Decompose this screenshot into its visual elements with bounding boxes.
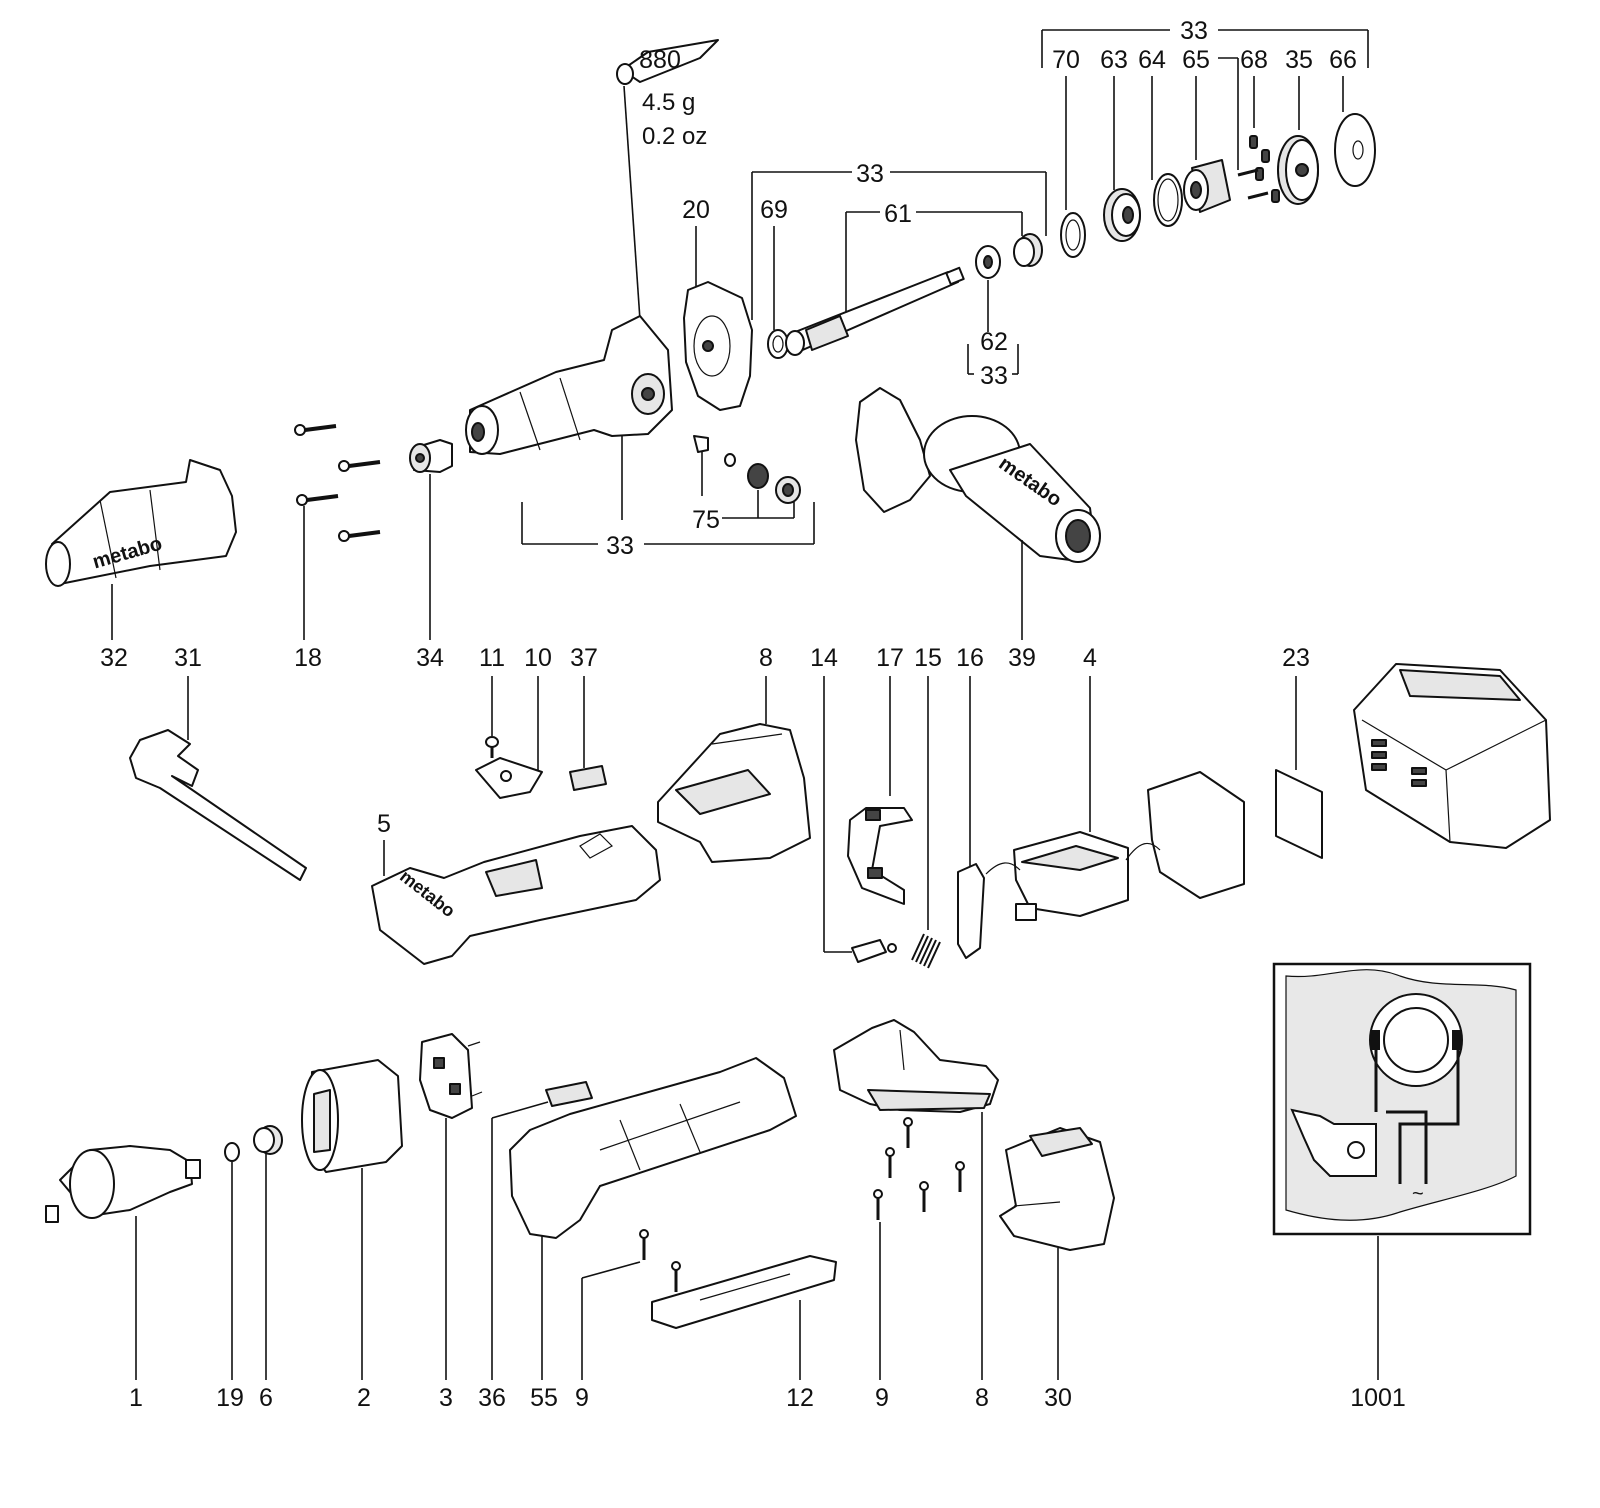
wiring-diagram-1001: ~ xyxy=(1272,962,1532,1236)
plate-10 xyxy=(475,757,543,799)
label-55: 55 xyxy=(530,1384,558,1412)
label-32: 32 xyxy=(100,644,128,672)
label-64: 64 xyxy=(1138,46,1166,74)
bracket-33-top xyxy=(1041,29,1369,68)
housing-55 xyxy=(509,1057,797,1239)
brush-plate-3 xyxy=(419,1033,483,1119)
screw-11 xyxy=(485,736,499,758)
label-70: 70 xyxy=(1052,46,1080,74)
label-6: 6 xyxy=(259,1384,273,1412)
bearing-6 xyxy=(253,1125,283,1155)
label-880: 880 xyxy=(639,46,681,74)
ring-sleeve xyxy=(1013,233,1043,267)
battery-pack xyxy=(1353,663,1551,849)
label-12: 12 xyxy=(786,1384,814,1412)
label-75: 75 xyxy=(692,506,720,534)
label-11: 11 xyxy=(479,644,505,672)
gear-head-housing xyxy=(465,315,673,455)
label-grease-weight-oz: 0.2 oz xyxy=(642,123,707,150)
flange-65 xyxy=(1183,159,1231,213)
label-9-left: 9 xyxy=(575,1384,589,1412)
label-37: 37 xyxy=(570,644,598,672)
cover-8-bottom xyxy=(833,1019,999,1113)
label-strip-36 xyxy=(545,1081,593,1107)
label-62: 62 xyxy=(980,328,1008,356)
label-10: 10 xyxy=(524,644,552,672)
label-61: 61 xyxy=(884,200,912,228)
screws-9-right xyxy=(873,1117,965,1220)
pins-68 xyxy=(1237,135,1280,203)
label-33-gear: 33 xyxy=(606,532,634,560)
washer-70 xyxy=(1060,212,1086,258)
disc-66 xyxy=(1334,113,1376,187)
label-36: 36 xyxy=(478,1384,506,1412)
bracket-33-shaft xyxy=(751,171,1047,320)
label-2: 2 xyxy=(357,1384,371,1412)
nose-cap-32 xyxy=(45,459,237,587)
label-14: 14 xyxy=(810,644,838,672)
nut-34 xyxy=(409,439,453,473)
screws-9-left xyxy=(639,1229,681,1292)
label-19: 19 xyxy=(216,1384,244,1412)
label-plate-37 xyxy=(569,765,607,791)
label-34: 34 xyxy=(416,644,444,672)
label-18: 18 xyxy=(294,644,322,672)
label-31: 31 xyxy=(174,644,202,672)
switch-rod-16 xyxy=(957,863,985,959)
label-17: 17 xyxy=(876,644,904,672)
electronics-4 xyxy=(985,771,1245,921)
housing-5 xyxy=(371,825,661,965)
armature-1 xyxy=(45,1145,201,1223)
ring-64 xyxy=(1153,173,1183,227)
label-15: 15 xyxy=(914,644,942,672)
spring-15 xyxy=(911,933,941,969)
ring-19 xyxy=(224,1142,240,1162)
grease-tube-880 xyxy=(616,39,719,321)
stator-2 xyxy=(301,1059,403,1173)
bearing-plate-20 xyxy=(683,281,753,411)
bracket-33-gear xyxy=(521,502,815,545)
svg-text:~: ~ xyxy=(1412,1183,1424,1205)
label-33-under-62: 33 xyxy=(980,362,1008,390)
wrench-31 xyxy=(129,676,307,881)
label-65: 65 xyxy=(1182,46,1210,74)
label-9-right: 9 xyxy=(875,1384,889,1412)
label-8-top: 8 xyxy=(759,644,773,672)
label-20: 20 xyxy=(682,196,710,224)
screws-18 xyxy=(294,424,381,542)
label-sheet-23 xyxy=(1275,769,1323,859)
bracket-61 xyxy=(845,211,1023,330)
label-35: 35 xyxy=(1285,46,1313,74)
label-3: 3 xyxy=(439,1384,453,1412)
label-1: 1 xyxy=(129,1384,143,1412)
label-16: 16 xyxy=(956,644,984,672)
spindle-61 xyxy=(785,266,965,356)
label-68: 68 xyxy=(1240,46,1268,74)
bearing-63 xyxy=(1103,188,1141,242)
slider-14 xyxy=(851,939,897,963)
label-33-top: 33 xyxy=(1180,17,1208,45)
label-33-shaft: 33 xyxy=(856,160,884,188)
label-23: 23 xyxy=(1282,644,1310,672)
label-8-bottom: 8 xyxy=(975,1384,989,1412)
bracket-62-33 xyxy=(967,344,1019,375)
label-4: 4 xyxy=(1083,644,1097,672)
label-30: 30 xyxy=(1044,1384,1072,1412)
ring-69 xyxy=(767,329,789,359)
cover-8-top xyxy=(657,723,811,863)
end-cover-30 xyxy=(999,1127,1115,1251)
label-66: 66 xyxy=(1329,46,1357,74)
label-39: 39 xyxy=(1008,644,1036,672)
gear-35 xyxy=(1277,135,1319,205)
slider-plate-12 xyxy=(651,1255,837,1329)
gear-set-75 xyxy=(693,435,801,504)
label-63: 63 xyxy=(1100,46,1128,74)
label-5: 5 xyxy=(377,810,391,838)
label-1001: 1001 xyxy=(1350,1384,1406,1412)
side-handle-39 xyxy=(855,387,1101,563)
label-grease-weight-g: 4.5 g xyxy=(642,89,695,116)
switch-bracket-17 xyxy=(847,807,913,905)
label-69: 69 xyxy=(760,196,788,224)
